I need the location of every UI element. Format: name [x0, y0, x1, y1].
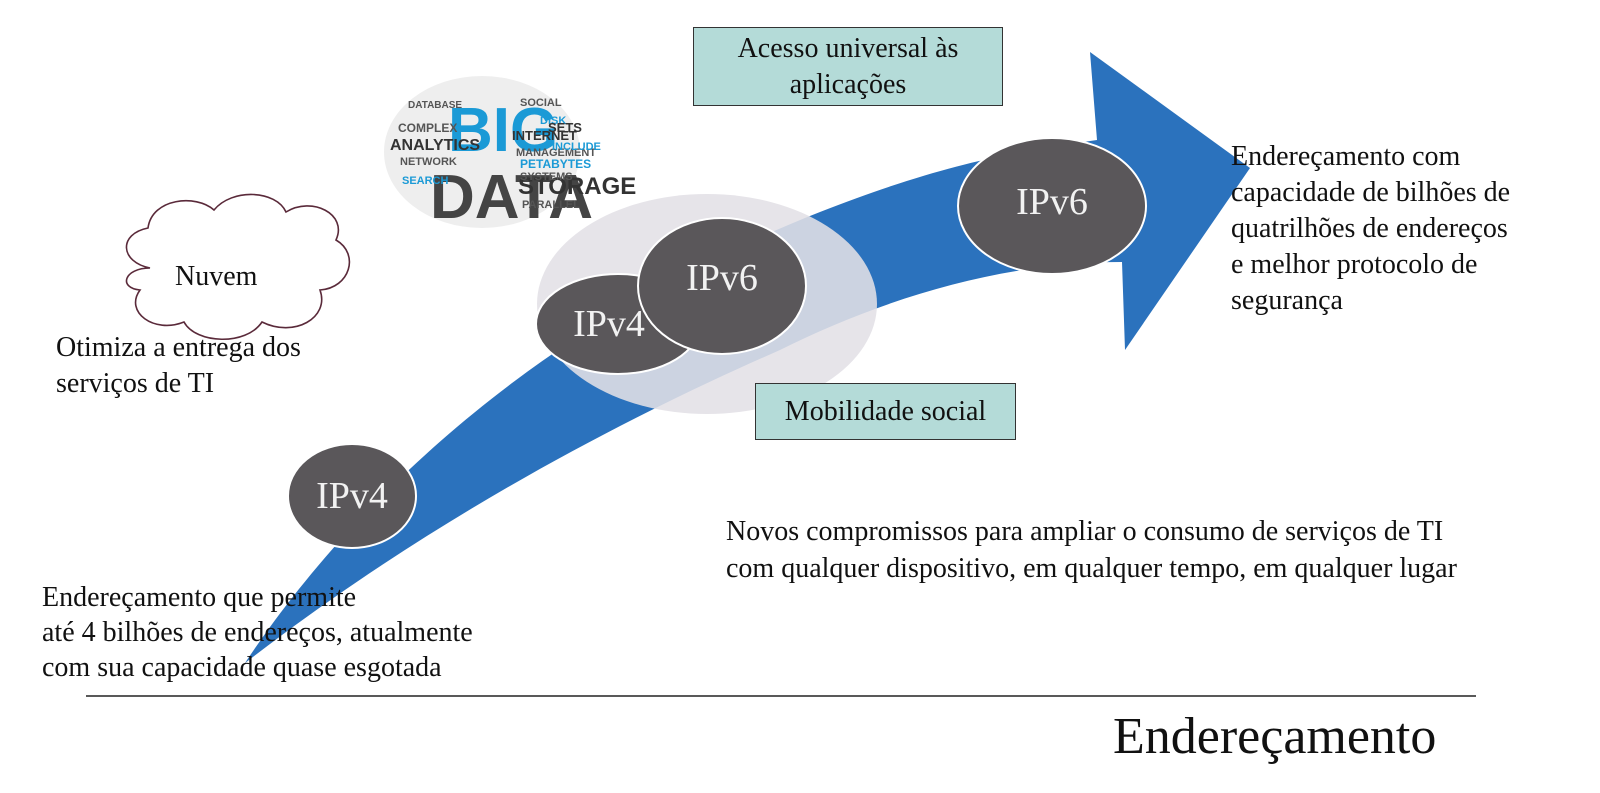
universal-access-line1: Acesso universal às	[737, 32, 959, 64]
svg-text:ANALYTICS: ANALYTICS	[390, 137, 480, 154]
cloud-description-line2: serviços de TI	[56, 368, 215, 399]
ipv6-description-line2: capacidade de bilhões de	[1231, 177, 1511, 208]
cloud-shape	[125, 193, 351, 340]
big-data-logo: BIG DATA ANALYTICS COMPLEX INTERNET STOR…	[384, 76, 636, 232]
big-word: BIG	[448, 96, 558, 165]
svg-text:SEARCH: SEARCH	[402, 175, 449, 187]
data-word: DATA	[430, 163, 593, 232]
svg-text:MANAGEMENT: MANAGEMENT	[516, 147, 596, 159]
ipv6-description-line3: quatrilhões de endereços	[1231, 213, 1508, 244]
svg-text:NETWORK: NETWORK	[400, 156, 457, 168]
ipv4-description-line1: Endereçamento que permite	[42, 582, 357, 613]
svg-text:PETABYTES: PETABYTES	[520, 157, 591, 171]
svg-text:SYSTEMS: SYSTEMS	[520, 171, 573, 183]
svg-text:COMPLEX: COMPLEX	[398, 121, 457, 135]
ipv6-description-line5: segurança	[1231, 285, 1343, 316]
page-title: Endereçamento	[1113, 708, 1437, 765]
svg-text:INTERNET: INTERNET	[512, 128, 577, 143]
universal-access-line2: aplicações	[789, 68, 907, 100]
ipv4-start-ellipse	[287, 443, 417, 549]
svg-text:SOCIAL: SOCIAL	[520, 97, 562, 109]
svg-text:DATABASE: DATABASE	[408, 100, 462, 111]
ipv4-description-line3: com sua capacidade quase esgotada	[42, 652, 442, 683]
stage-label-ipv6-end: IPv6	[1016, 181, 1088, 223]
ipv6-description: Endereçamento com capacidade de bilhões …	[1231, 139, 1510, 319]
cloud-description-line1: Otimiza a entrega dos	[56, 332, 301, 363]
stage-label-ipv4-mid: IPv4	[573, 303, 645, 345]
commitments-text: Novos compromissos para ampliar o consum…	[726, 513, 1457, 587]
svg-text:INCLUDE: INCLUDE	[552, 141, 601, 153]
ipv6-description-line4: e melhor protocolo de	[1231, 249, 1478, 280]
ipv6-description-line1: Endereçamento com	[1231, 141, 1461, 172]
svg-text:PARALLEL: PARALLEL	[522, 199, 580, 211]
cloud-description: Otimiza a entrega dos serviços de TI	[56, 330, 301, 402]
svg-text:STORAGE: STORAGE	[518, 173, 636, 200]
stage-label-ipv6-mid: IPv6	[686, 257, 758, 299]
cloud-label: Nuvem	[175, 261, 258, 292]
svg-text:SETS: SETS	[548, 120, 582, 135]
social-mobility-box: Mobilidade social	[755, 383, 1016, 440]
ipv6-end-ellipse	[957, 137, 1147, 275]
ipv6-mid-ellipse	[637, 217, 807, 355]
ipv4-description: Endereçamento que permite até 4 bilhões …	[42, 580, 473, 685]
commitments-line2: com qualquer dispositivo, em qualquer te…	[726, 553, 1457, 584]
stage-label-ipv4-start: IPv4	[316, 475, 388, 517]
universal-access-box: Acesso universal às aplicações	[693, 27, 1003, 106]
commitments-line1: Novos compromissos para ampliar o consum…	[726, 516, 1444, 547]
svg-text:DISK: DISK	[540, 115, 566, 127]
ipv4-description-line2: até 4 bilhões de endereços, atualmente	[42, 617, 473, 648]
